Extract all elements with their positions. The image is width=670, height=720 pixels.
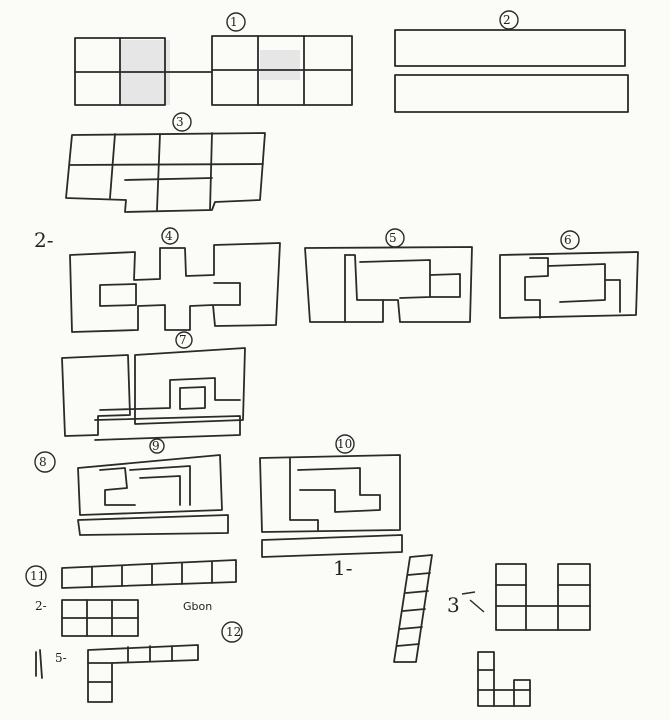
grid-pair-left [75,36,352,105]
svg-text:8: 8 [39,455,47,469]
svg-text:11: 11 [30,569,45,583]
l-shape-small [88,645,198,702]
svg-text:2: 2 [503,13,511,27]
circle-mark-11: 11 [26,566,46,586]
svg-text:5: 5 [389,231,397,245]
cross-piece [70,243,280,332]
nested-piece-a [305,247,472,322]
label-three: 3 [447,593,460,617]
slanted-grid [66,133,265,212]
small-l-shape [478,652,530,706]
six-square-strip [62,560,236,588]
circle-mark-9: 9 [150,439,164,453]
svg-text:9: 9 [152,439,160,453]
svg-text:3: 3 [176,115,184,129]
label-two-small: 2- [35,599,47,613]
note-text: Gbon [183,600,212,613]
circle-mark-4: 4 [162,228,178,244]
circle-mark-10: 10 [336,435,354,453]
u-shape-grid [496,564,590,630]
hand-mark [36,650,42,678]
label-five: 5- [55,651,67,665]
section-label-one: 1- [333,556,352,580]
circle-mark-6: 6 [561,231,579,249]
circle-mark-3: 3 [173,113,191,131]
long-strips [395,30,628,112]
svg-text:6: 6 [564,233,572,247]
svg-text:1: 1 [230,15,238,29]
circle-mark-2: 2 [500,11,518,29]
three-by-two-grid [62,600,138,636]
svg-text:7: 7 [179,333,187,347]
nested-piece-c [78,455,228,535]
svg-text:12: 12 [226,625,241,639]
circle-mark-5: 5 [386,229,404,247]
circle-mark-8: 8 [35,452,55,472]
svg-text:10: 10 [337,437,352,451]
circle-mark-12: 12 [222,622,242,642]
step-piece [62,348,245,440]
vertical-strip [394,555,432,662]
nested-piece-d [260,455,402,557]
circle-mark-7: 7 [176,332,192,348]
section-label-two: 2- [34,228,53,252]
svg-text:4: 4 [165,229,173,243]
nested-piece-b [500,252,638,318]
circle-mark-1: 1 [227,13,245,31]
arrow-mark [462,592,484,612]
